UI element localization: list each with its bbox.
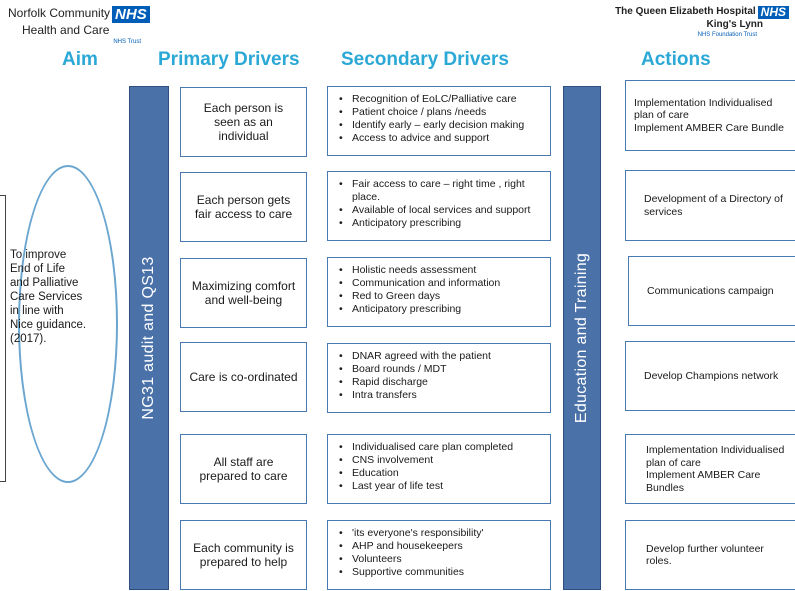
action-line: Develop Champions network [644, 369, 779, 382]
heading-secondary-drivers: Secondary Drivers [341, 49, 509, 70]
primary-driver-line: All staff are [213, 455, 274, 469]
aim-line: and Palliative [10, 277, 79, 289]
secondary-driver-item: Available of local services and support [339, 204, 546, 217]
primary-driver-line: Care is co-ordinated [189, 370, 298, 384]
heading-aim: Aim [62, 49, 98, 70]
secondary-driver-box: Holistic needs assessment Communication … [327, 257, 551, 327]
secondary-driver-item: CNS involvement [339, 454, 546, 467]
secondary-driver-item: Access to advice and support [339, 132, 546, 145]
primary-driver-line: prepared to help [199, 555, 288, 569]
primary-driver-line: seen as an [214, 115, 273, 129]
right-nhs-badge: NHS [757, 6, 789, 19]
heading-primary-drivers: Primary Drivers [158, 49, 300, 70]
secondary-driver-item: Intra transfers [339, 389, 546, 402]
left-trust-label: NHS Trust [113, 39, 141, 45]
secondary-driver-item: Board rounds / MDT [339, 363, 546, 376]
right-org-line2: King's Lynn [706, 19, 763, 30]
aim-line: (2017). [10, 333, 47, 345]
secondary-driver-item: Communication and information [339, 277, 546, 290]
action-line: Development of a Directory of [644, 193, 783, 205]
secondary-driver-item: Last year of life test [339, 480, 546, 493]
action-box: Develop further volunteer roles. [625, 520, 795, 590]
secondary-driver-item: Patient choice / plans /needs [339, 106, 546, 119]
aim-bracket [0, 195, 6, 482]
action-line: roles. [646, 555, 672, 567]
secondary-driver-item: Recognition of EoLC/Palliative care [339, 93, 546, 106]
secondary-driver-item: Volunteers [339, 553, 546, 566]
right-org-line1: The Queen Elizabeth Hospital [615, 6, 756, 17]
action-line: plan of care [634, 109, 689, 122]
heading-actions: Actions [641, 49, 711, 70]
aim-line: Care Services [10, 291, 83, 303]
secondary-driver-item: Fair access to care – right time , right… [339, 178, 546, 204]
secondary-driver-item: DNAR agreed with the patient [339, 350, 546, 363]
aim-line: To improve [10, 249, 67, 261]
education-bar: Education and Training [563, 86, 601, 590]
primary-driver-line: Each community is [193, 541, 294, 555]
secondary-driver-item: Individualised care plan completed [339, 441, 546, 454]
education-bar-label: Education and Training [573, 252, 590, 424]
secondary-driver-item: Education [339, 467, 546, 480]
action-line: Develop further volunteer [646, 542, 764, 555]
secondary-driver-item: Supportive communities [339, 566, 546, 579]
secondary-driver-item: Identify early – early decision making [339, 119, 546, 132]
action-line: services [644, 205, 683, 218]
primary-driver-line: fair access to care [194, 207, 293, 221]
primary-driver-line: Each person gets [196, 193, 291, 207]
action-line: Implement AMBER Care [646, 469, 761, 481]
action-line: Implement AMBER Care Bundle [634, 121, 784, 134]
secondary-driver-item: AHP and housekeepers [339, 540, 546, 553]
primary-driver-line: individual [218, 129, 269, 143]
action-box: Development of a Directory of services [625, 170, 795, 241]
action-line: Communications campaign [647, 284, 774, 297]
action-box: Implementation Individualised plan of ca… [625, 80, 795, 151]
primary-driver-line: prepared to care [199, 469, 288, 483]
aim-line: End of Life [10, 263, 65, 275]
action-box: Implementation Individualised plan of ca… [625, 434, 795, 504]
aim-line: Nice guidance. [10, 319, 87, 331]
primary-driver-line: Maximizing comfort [191, 279, 296, 293]
secondary-driver-item: Rapid discharge [339, 376, 546, 389]
aim-oval [18, 165, 118, 483]
action-line: plan of care [646, 456, 701, 469]
right-trust-label: NHS Foundation Trust [697, 32, 757, 38]
secondary-driver-item: Holistic needs assessment [339, 264, 546, 277]
primary-driver-line: and well-being [204, 293, 283, 307]
primary-driver-box: Care is co-ordinated [180, 342, 307, 412]
secondary-driver-box: Individualised care plan completed CNS i… [327, 434, 551, 504]
left-nhs-badge: NHS [112, 6, 150, 23]
secondary-driver-box: Recognition of EoLC/Palliative care Pati… [327, 86, 551, 156]
audit-bar: NG31 audit and QS13 [129, 86, 169, 590]
aim-line: in line with [10, 305, 64, 317]
action-line: Implementation Individualised [634, 96, 773, 109]
secondary-driver-box: 'its everyone's responsibility' AHP and … [327, 520, 551, 590]
action-box: Communications campaign [628, 256, 795, 326]
primary-driver-line: Each person is [203, 101, 284, 115]
secondary-driver-item: 'its everyone's responsibility' [339, 527, 546, 540]
left-org-line1: Norfolk Community [8, 6, 111, 20]
aim-text: To improve End of Life and Palliative Ca… [10, 248, 120, 346]
secondary-driver-box: DNAR agreed with the patient Board round… [327, 343, 551, 413]
action-line: Implementation Individualised [646, 444, 785, 456]
secondary-driver-item: Anticipatory prescribing [339, 217, 546, 230]
action-box: Develop Champions network [625, 341, 795, 411]
secondary-driver-box: Fair access to care – right time , right… [327, 171, 551, 241]
secondary-driver-item: Red to Green days [339, 290, 546, 303]
audit-bar-label: NG31 audit and QS13 [140, 256, 157, 420]
action-line: Bundles [646, 481, 684, 494]
secondary-driver-item: Anticipatory prescribing [339, 303, 546, 316]
left-org-line2: Health and Care [22, 23, 110, 37]
